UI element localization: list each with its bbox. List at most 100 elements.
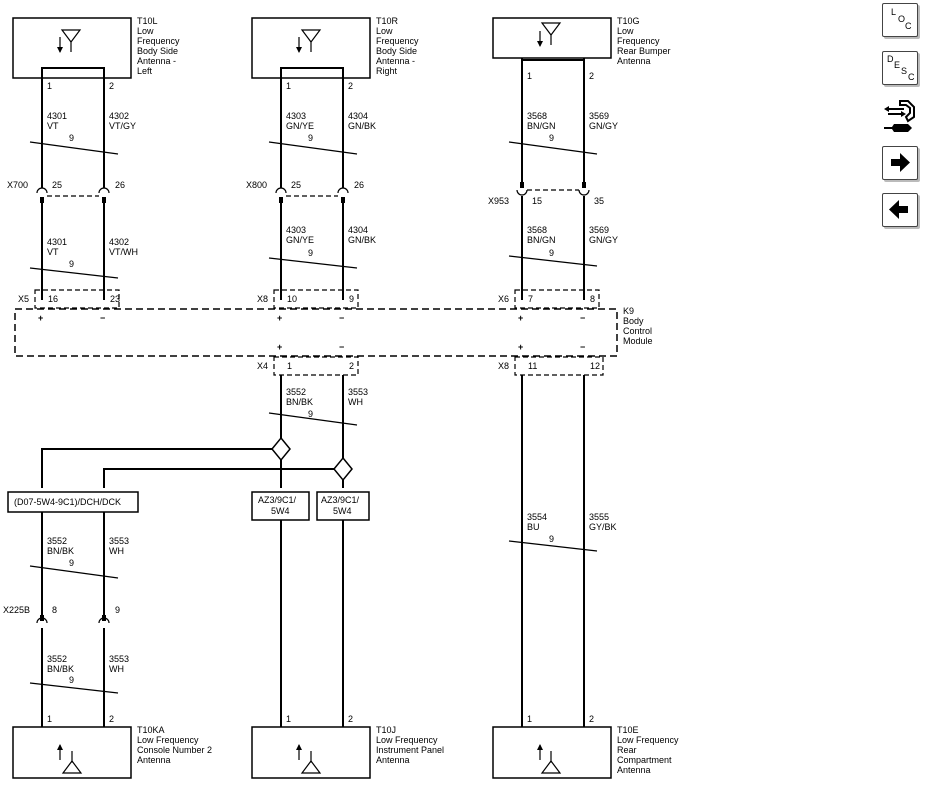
- pin-label: 2: [348, 714, 353, 724]
- t10e-desc-2: Rear: [617, 745, 637, 755]
- pin-label: 26: [115, 180, 125, 190]
- wire-number: 3552: [286, 387, 306, 397]
- wire-color: GY/BK: [589, 522, 617, 532]
- t10r-desc-5: Right: [376, 66, 398, 76]
- pin-label: 1: [527, 714, 532, 724]
- pin-label: 2: [349, 361, 354, 371]
- pin-label: 25: [52, 180, 62, 190]
- wire-color: GN/YE: [286, 121, 314, 131]
- wire-color: GN/GY: [589, 121, 618, 131]
- wire-gauge: 9: [69, 133, 74, 143]
- t10l-id: T10L: [137, 16, 158, 26]
- pin-label: 2: [109, 714, 114, 724]
- pin-label: 2: [109, 81, 114, 91]
- back-button[interactable]: [882, 193, 918, 227]
- forward-button[interactable]: [882, 146, 918, 180]
- t10l-desc-2: Frequency: [137, 36, 180, 46]
- wire-color: VT/GY: [109, 121, 136, 131]
- wire-number: 3552: [47, 654, 67, 664]
- t10l-desc-5: Left: [137, 66, 153, 76]
- t10j-desc-3: Antenna: [376, 755, 410, 765]
- pin-label: 12: [590, 361, 600, 371]
- connector-label: X6: [498, 294, 509, 304]
- polarity-minus: −: [339, 342, 344, 352]
- k9-module: [14, 289, 618, 376]
- wire-number: 3552: [47, 536, 67, 546]
- pin-label: 1: [47, 714, 52, 724]
- wire-number: 4304: [348, 111, 368, 121]
- polarity-minus: −: [580, 313, 585, 323]
- pin-label: 2: [589, 71, 594, 81]
- wire-number: 3555: [589, 512, 609, 522]
- t10j-component: [251, 726, 371, 779]
- desc-letter-c: C: [908, 72, 915, 82]
- t10e-desc-3: Compartment: [617, 755, 672, 765]
- loc-letter-o: O: [898, 14, 906, 24]
- connector-label: X700: [7, 180, 28, 190]
- k9-id: K9: [623, 306, 634, 316]
- pin-label: 23: [110, 294, 120, 304]
- wire-gauge: 9: [69, 675, 74, 685]
- t10ka-desc-1: Low Frequency: [137, 735, 199, 745]
- wire-color: WH: [109, 664, 124, 674]
- wire-number: 3553: [109, 654, 129, 664]
- wire-color: BN/GN: [527, 235, 556, 245]
- description-button[interactable]: D E S C: [882, 51, 918, 85]
- t10l-desc-3: Body Side: [137, 46, 178, 56]
- wire-color: WH: [109, 546, 124, 556]
- pin-label: 8: [590, 294, 595, 304]
- t10l-desc-1: Low: [137, 26, 154, 36]
- connector-label: X225B: [3, 605, 30, 615]
- t10l-desc-4: Antenna -: [137, 56, 176, 66]
- connector-label: X8: [498, 361, 509, 371]
- t10r-id: T10R: [376, 16, 399, 26]
- desc-letter-d: D: [887, 54, 894, 64]
- wires-lower: [7, 375, 598, 737]
- wire-number: 4304: [348, 225, 368, 235]
- connector-label: X5: [18, 294, 29, 304]
- t10j-id: T10J: [376, 725, 396, 735]
- t10g-desc-2: Frequency: [617, 36, 660, 46]
- t10e-desc-1: Low Frequency: [617, 735, 679, 745]
- wire-color: BN/BK: [47, 664, 74, 674]
- t10g-desc-4: Antenna: [617, 56, 651, 66]
- t10e-desc-4: Antenna: [617, 765, 651, 775]
- pin-label: 25: [291, 180, 301, 190]
- polarity-plus: +: [277, 313, 282, 323]
- polarity-plus: +: [277, 342, 282, 352]
- connector-label: X953: [488, 196, 509, 206]
- wire-gauge: 9: [308, 248, 313, 258]
- wire-gauge: 9: [549, 534, 554, 544]
- loc-letter-c: C: [905, 21, 912, 31]
- polarity-minus: −: [339, 313, 344, 323]
- connector-label: X800: [246, 180, 267, 190]
- polarity-plus: +: [38, 313, 43, 323]
- wire-color: VT: [47, 247, 59, 257]
- pin-label: 1: [47, 81, 52, 91]
- wire-color: BN/BK: [47, 546, 74, 556]
- t10r-desc-3: Body Side: [376, 46, 417, 56]
- wire-number: 3568: [527, 225, 547, 235]
- wire-color: VT: [47, 121, 59, 131]
- polarity-plus: +: [518, 342, 523, 352]
- wire-number: 3553: [348, 387, 368, 397]
- t10e-id: T10E: [617, 725, 639, 735]
- location-button[interactable]: L O C: [882, 3, 918, 37]
- pin-label: 9: [115, 605, 120, 615]
- connector-wrench-icon[interactable]: [882, 97, 918, 137]
- wire-number: 4303: [286, 225, 306, 235]
- wire-color: GN/BK: [348, 235, 376, 245]
- option-label: 5W4: [271, 506, 290, 516]
- wire-color: GN/GY: [589, 235, 618, 245]
- arrow-left-icon: [889, 200, 908, 219]
- wire-number: 3568: [527, 111, 547, 121]
- wire-color: BU: [527, 522, 540, 532]
- pin-label: 1: [286, 81, 291, 91]
- t10ka-component: [12, 726, 132, 779]
- wire-gauge: 9: [308, 409, 313, 419]
- wire-gauge: 9: [69, 259, 74, 269]
- polarity-plus: +: [518, 313, 523, 323]
- t10g-desc-3: Rear Bumper: [617, 46, 671, 56]
- t10ka-id: T10KA: [137, 725, 165, 735]
- wire-gauge: 9: [69, 558, 74, 568]
